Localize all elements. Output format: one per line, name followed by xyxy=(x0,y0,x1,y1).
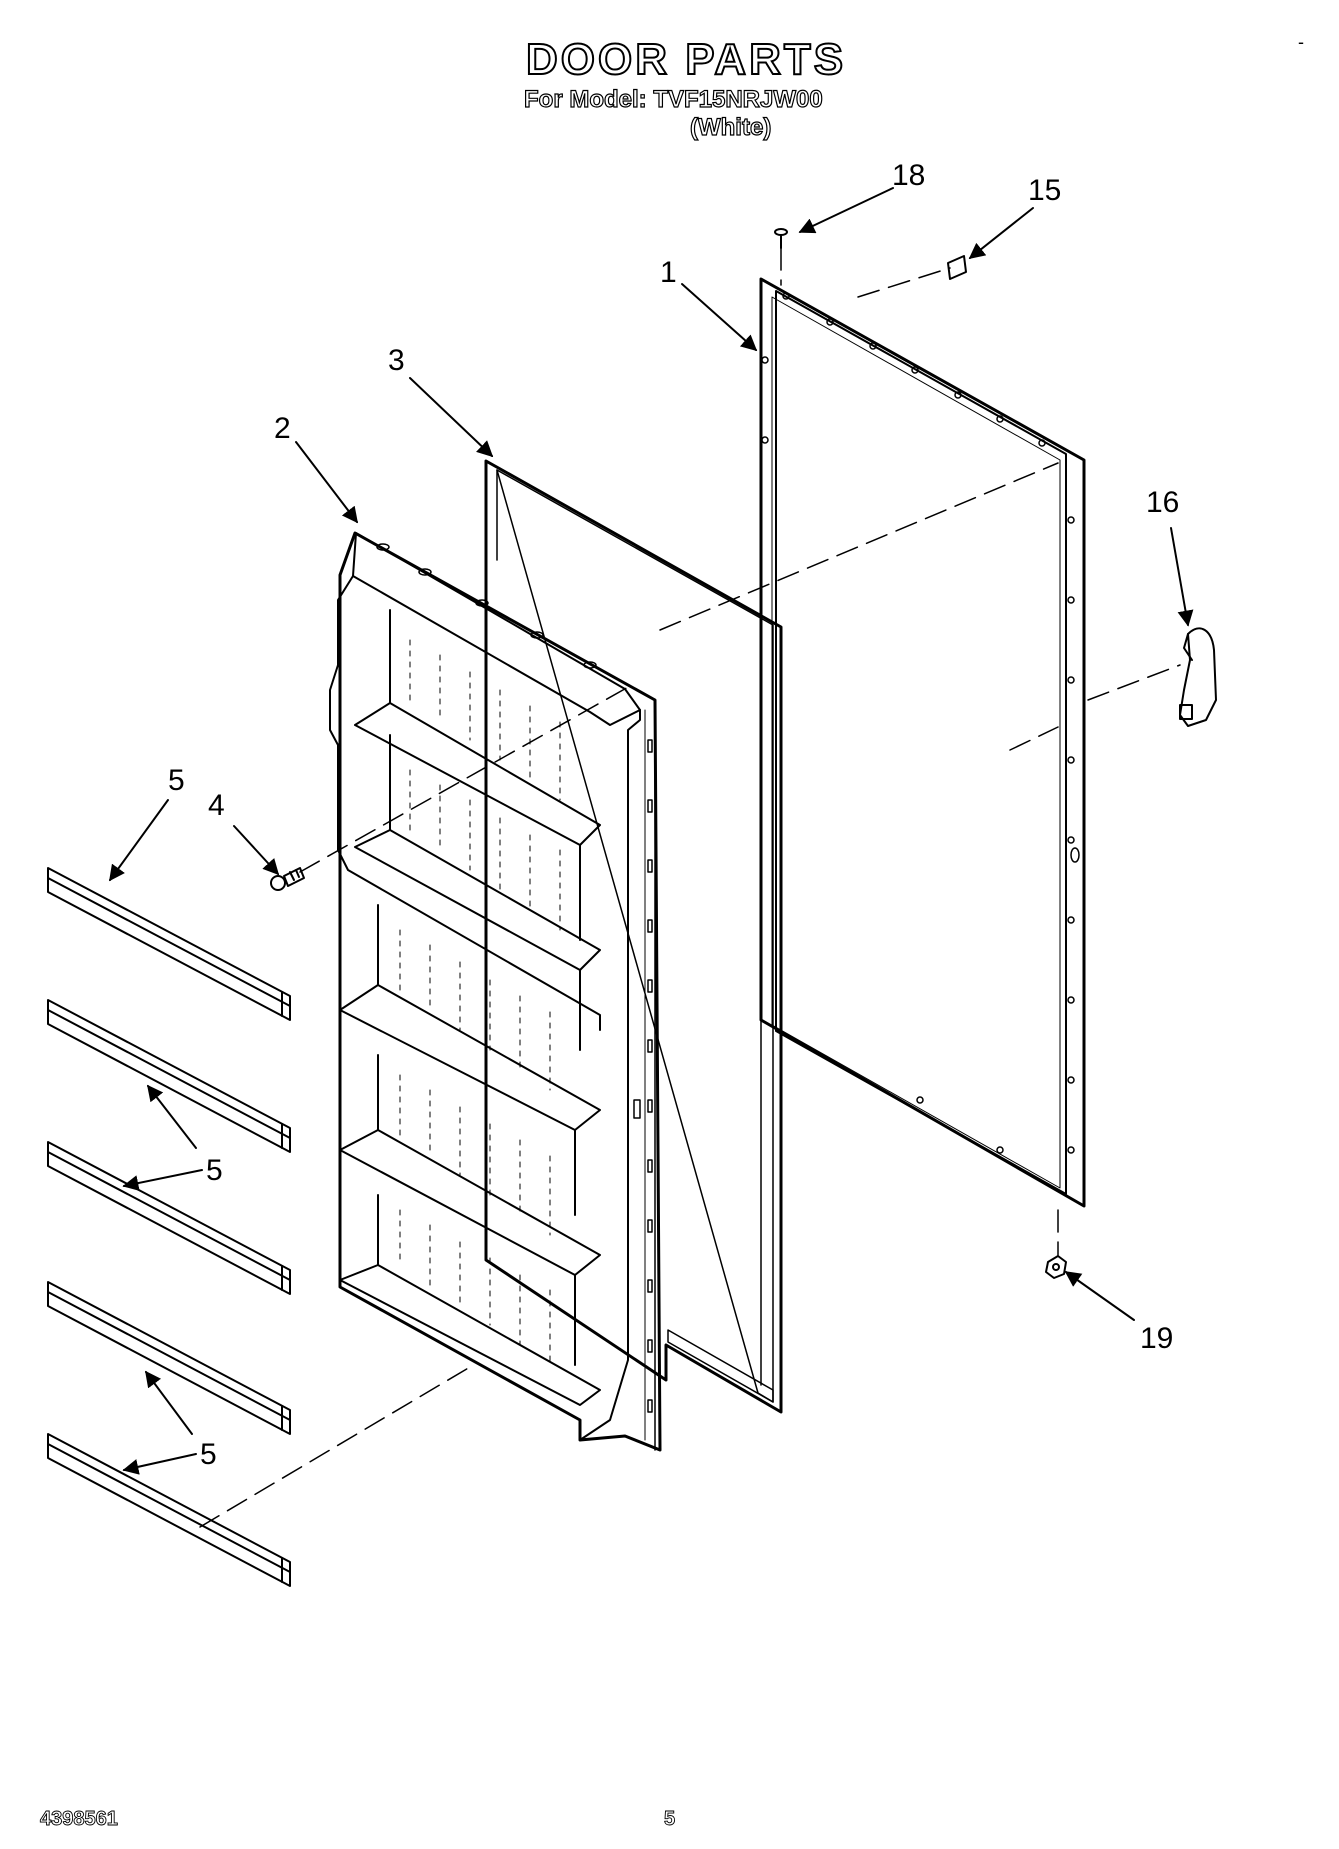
retainer-bar-4 xyxy=(47,1281,291,1435)
part-2-inner-door-liner xyxy=(329,531,662,1452)
part-3-door-gasket xyxy=(484,459,783,1414)
callout-5-third: 5 xyxy=(200,1438,217,1471)
leader-arrows xyxy=(109,187,1194,1475)
callout-15: 15 xyxy=(1028,174,1061,207)
model-number: For Model: TVF15NRJW00 xyxy=(523,86,823,113)
retainer-bar-5 xyxy=(47,1433,291,1587)
alignment-lines xyxy=(199,247,1181,1528)
model-color: (White) xyxy=(689,114,772,141)
part-18-screw xyxy=(774,228,788,249)
shelf-5 xyxy=(339,1194,601,1406)
corner-mark: - xyxy=(1298,32,1304,52)
liner-side-slots xyxy=(633,739,653,1413)
document-number: 4398561 xyxy=(40,1808,119,1831)
outer-panel-holes xyxy=(761,292,1080,1154)
page-number: 5 xyxy=(664,1808,676,1831)
shelf-4 xyxy=(339,1054,601,1366)
callout-19: 19 xyxy=(1140,1322,1173,1355)
callout-1: 1 xyxy=(660,256,677,289)
retainer-bar-1 xyxy=(47,867,291,1021)
retainer-bar-2 xyxy=(47,999,291,1153)
page-header: DOOR PARTS For Model: TVF15NRJW00 (White… xyxy=(0,0,1339,150)
part-16-handle xyxy=(1179,627,1217,727)
liner-hatching xyxy=(399,639,561,1366)
callout-4: 4 xyxy=(208,789,225,822)
part-15-plug xyxy=(947,255,967,280)
liner-top-slots xyxy=(376,543,597,669)
shelf-3 xyxy=(339,904,601,1216)
callout-3: 3 xyxy=(388,344,405,377)
page-title: DOOR PARTS xyxy=(525,35,847,84)
callout-labels: 1 2 3 4 5 5 5 5 15 16 18 19 xyxy=(168,159,1179,1471)
callout-5-top: 5 xyxy=(168,764,185,797)
shelf-1 xyxy=(354,609,601,941)
part-5-retainer-bars xyxy=(47,867,291,1587)
callout-2: 2 xyxy=(274,412,291,445)
retainer-bar-3 xyxy=(47,1141,291,1295)
part-4-screw xyxy=(270,867,305,891)
callout-16: 16 xyxy=(1146,486,1179,519)
callout-18: 18 xyxy=(892,159,925,192)
part-1-outer-door-panel xyxy=(759,277,1086,1208)
shelf-2 xyxy=(354,734,601,1051)
part-19-nut xyxy=(1045,1255,1067,1279)
callout-5-second: 5 xyxy=(206,1154,223,1187)
